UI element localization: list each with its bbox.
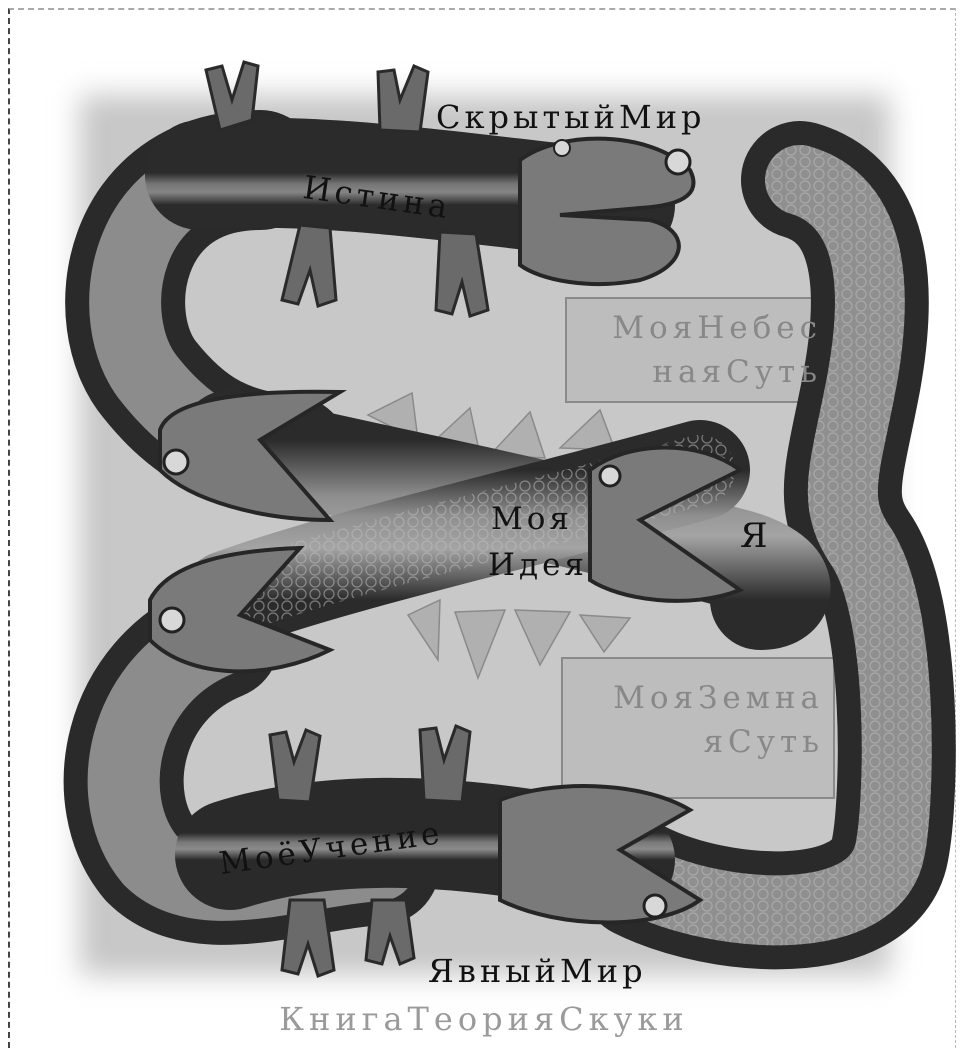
book-caption: КнигаТеорияСкуки: [0, 1000, 968, 1038]
top-right-eye: [666, 150, 690, 174]
label-self: Я: [740, 516, 771, 556]
label-earthly-essence-line1: МояЗемна: [562, 676, 824, 720]
label-earthly-essence-line2: яСуть: [562, 720, 824, 764]
label-manifest-world: ЯвныйМир: [428, 952, 647, 990]
label-heavenly-essence-line1: МояНебес: [566, 306, 822, 350]
label-hidden-world: СкрытыйМир: [436, 98, 706, 136]
label-heavenly-essence-line2: наяСуть: [566, 350, 822, 394]
label-my-idea: Моя Идея: [476, 496, 588, 588]
label-heavenly-essence: МояНебес наяСуть: [566, 306, 822, 394]
label-earthly-essence: МояЗемна яСуть: [562, 676, 824, 764]
label-my-idea-line2: Идея: [476, 542, 588, 588]
label-my-idea-line1: Моя: [476, 496, 588, 542]
